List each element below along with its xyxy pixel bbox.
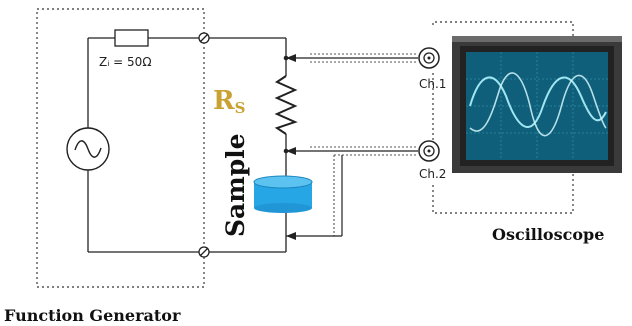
ch2-probe-wires: [286, 146, 418, 240]
impedance-label: Zᵢ = 50Ω: [99, 55, 152, 69]
oscilloscope-display: [452, 36, 622, 173]
series-resistor-rs: [274, 75, 298, 135]
ch2-connector-icon: [418, 140, 440, 162]
sample-label: Sample: [221, 133, 250, 237]
ac-source-icon: [66, 127, 110, 171]
ch1-probe-wires: [286, 53, 418, 63]
circuit-wires: [87, 37, 287, 253]
internal-resistor: [114, 29, 149, 47]
ch1-label: Ch.1: [419, 77, 446, 91]
rs-label: RS: [213, 86, 245, 117]
function-generator-box: [36, 8, 205, 288]
waveform-ch1: [469, 76, 607, 128]
sample-cylinder: [253, 175, 313, 213]
ch1-connector-icon: [418, 47, 440, 69]
function-generator-label: Function Generator: [4, 306, 181, 325]
terminal-top-icon: [198, 32, 210, 44]
waveform-ch2: [469, 72, 607, 137]
ch2-label: Ch.2: [419, 167, 446, 181]
terminal-bottom-icon: [198, 246, 210, 258]
oscilloscope-label: Oscilloscope: [492, 225, 604, 244]
